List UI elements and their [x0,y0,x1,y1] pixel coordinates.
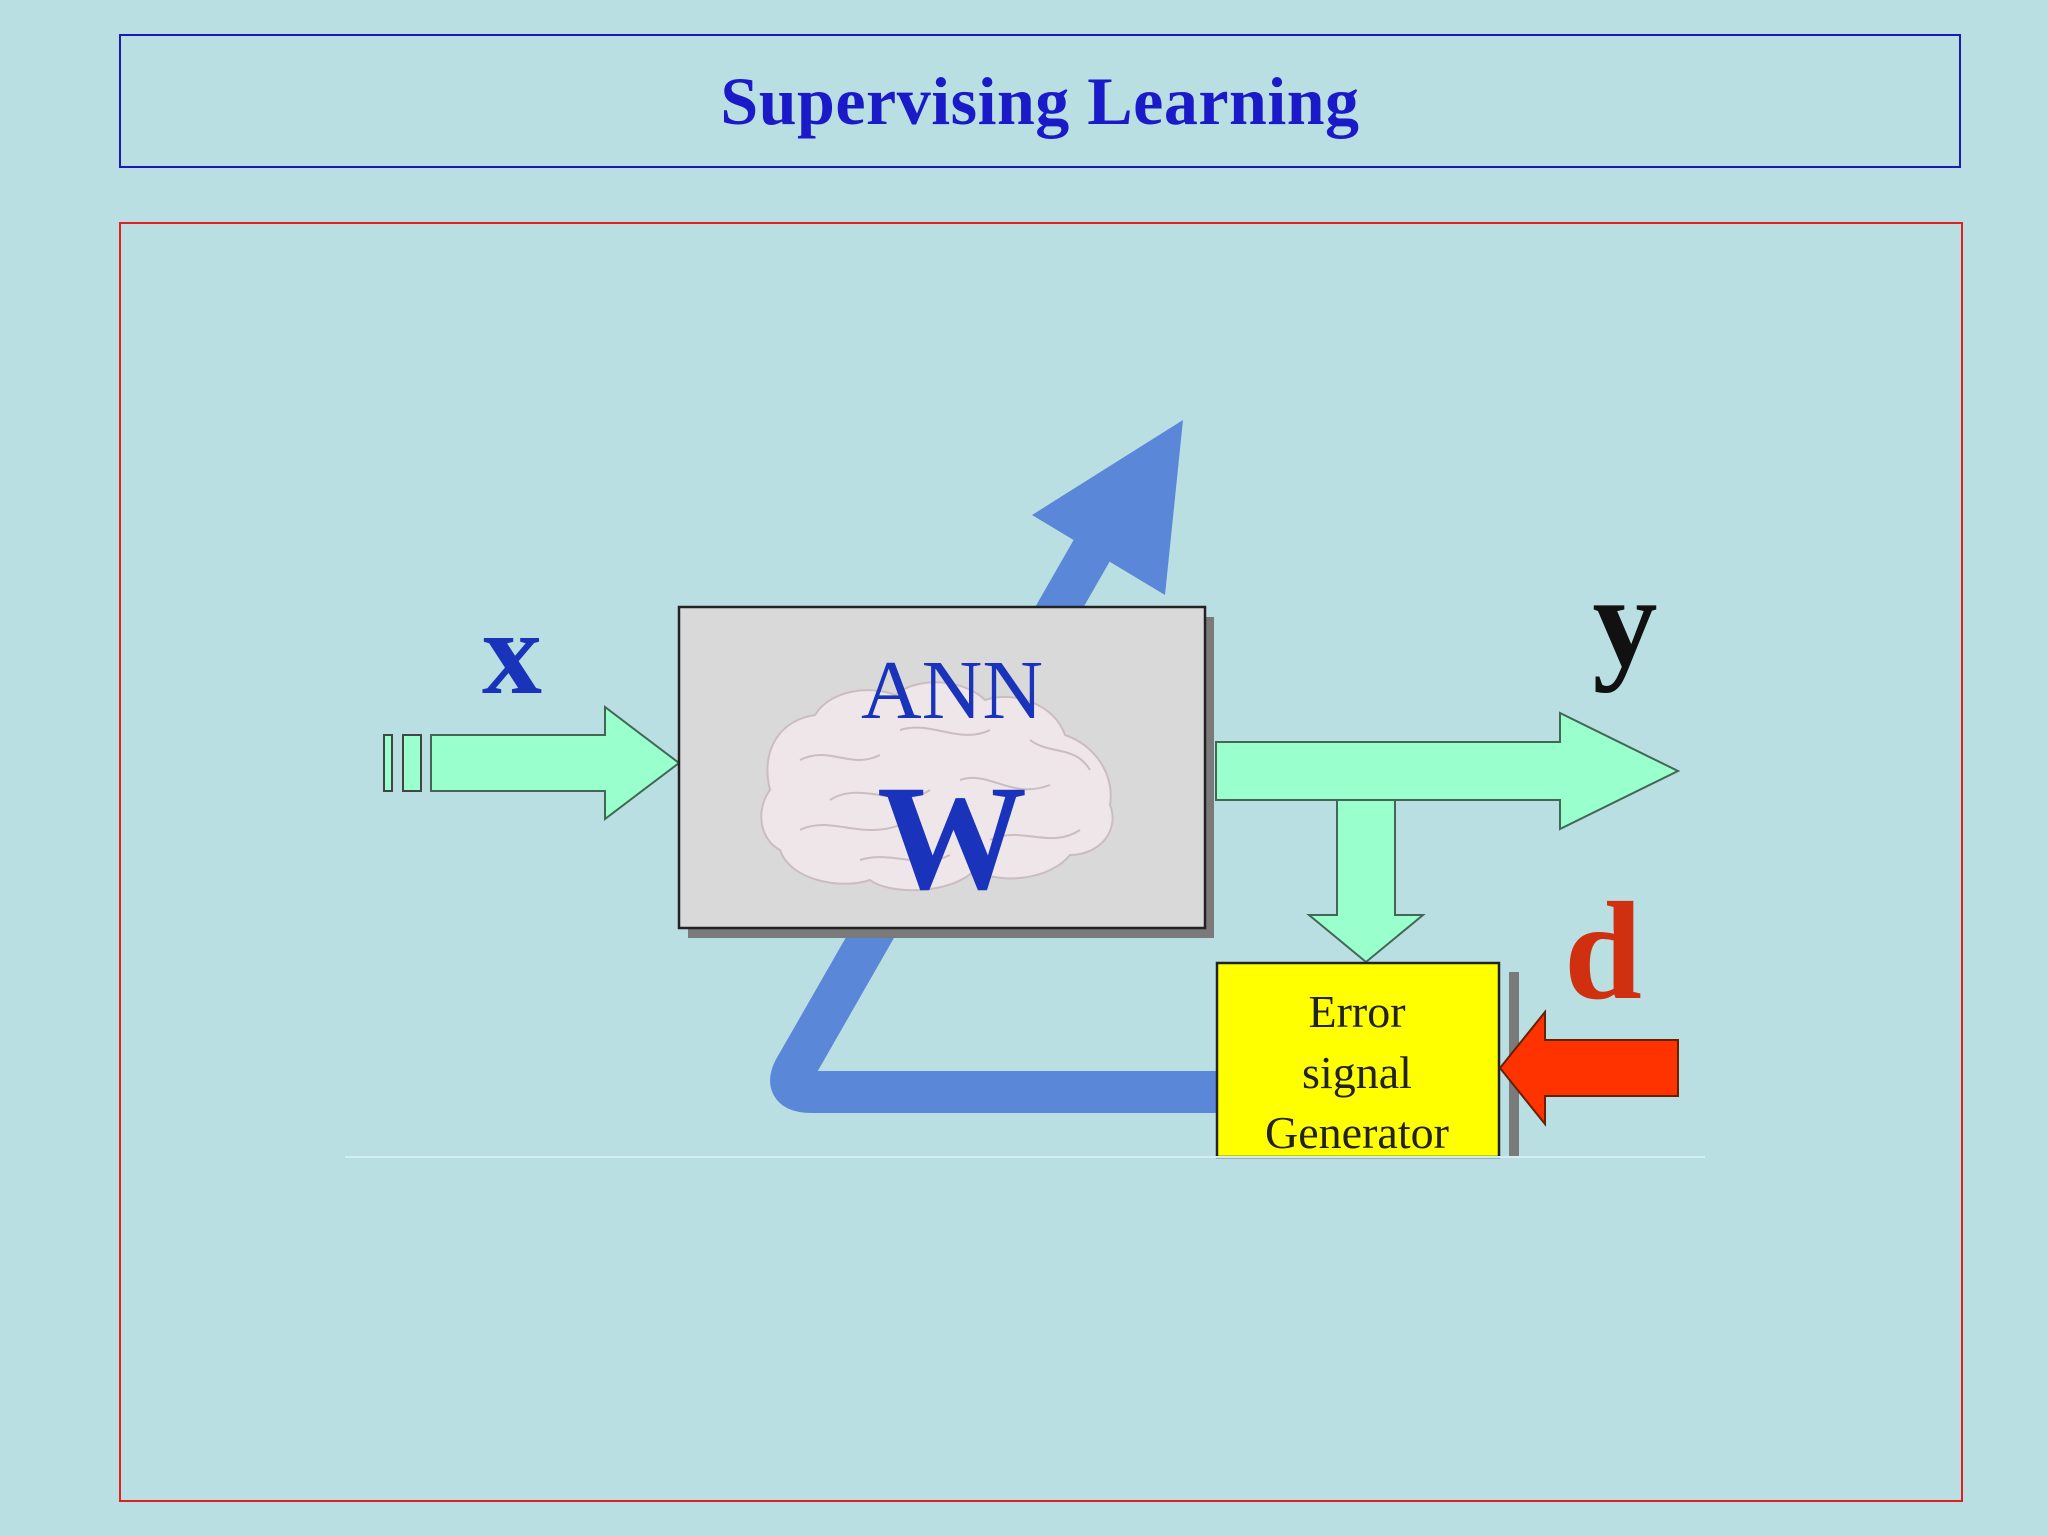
feedback-arrow [770,420,1236,1113]
ann-block: ANN W [677,605,1214,938]
output-label-y: y [1593,550,1658,694]
slide-title: Supervising Learning [720,62,1360,139]
error-label-line3: Generator [1265,1107,1449,1158]
ann-label: ANN [861,644,1043,737]
branch-arrow [1306,799,1426,964]
content-box [119,222,1963,1502]
input-label-x: x [482,586,542,719]
error-label-line1: Error [1308,986,1405,1037]
weights-label: W [877,755,1027,921]
output-arrow [1215,711,1681,831]
brain-icon [760,681,1114,892]
title-box: Supervising Learning [119,34,1961,168]
input-arrow [383,704,681,822]
error-label-line2: signal [1302,1047,1412,1098]
error-signal-generator: Error signal Generator [1215,961,1519,1159]
desired-label-d: d [1564,874,1642,1029]
desired-arrow [1498,1009,1679,1127]
